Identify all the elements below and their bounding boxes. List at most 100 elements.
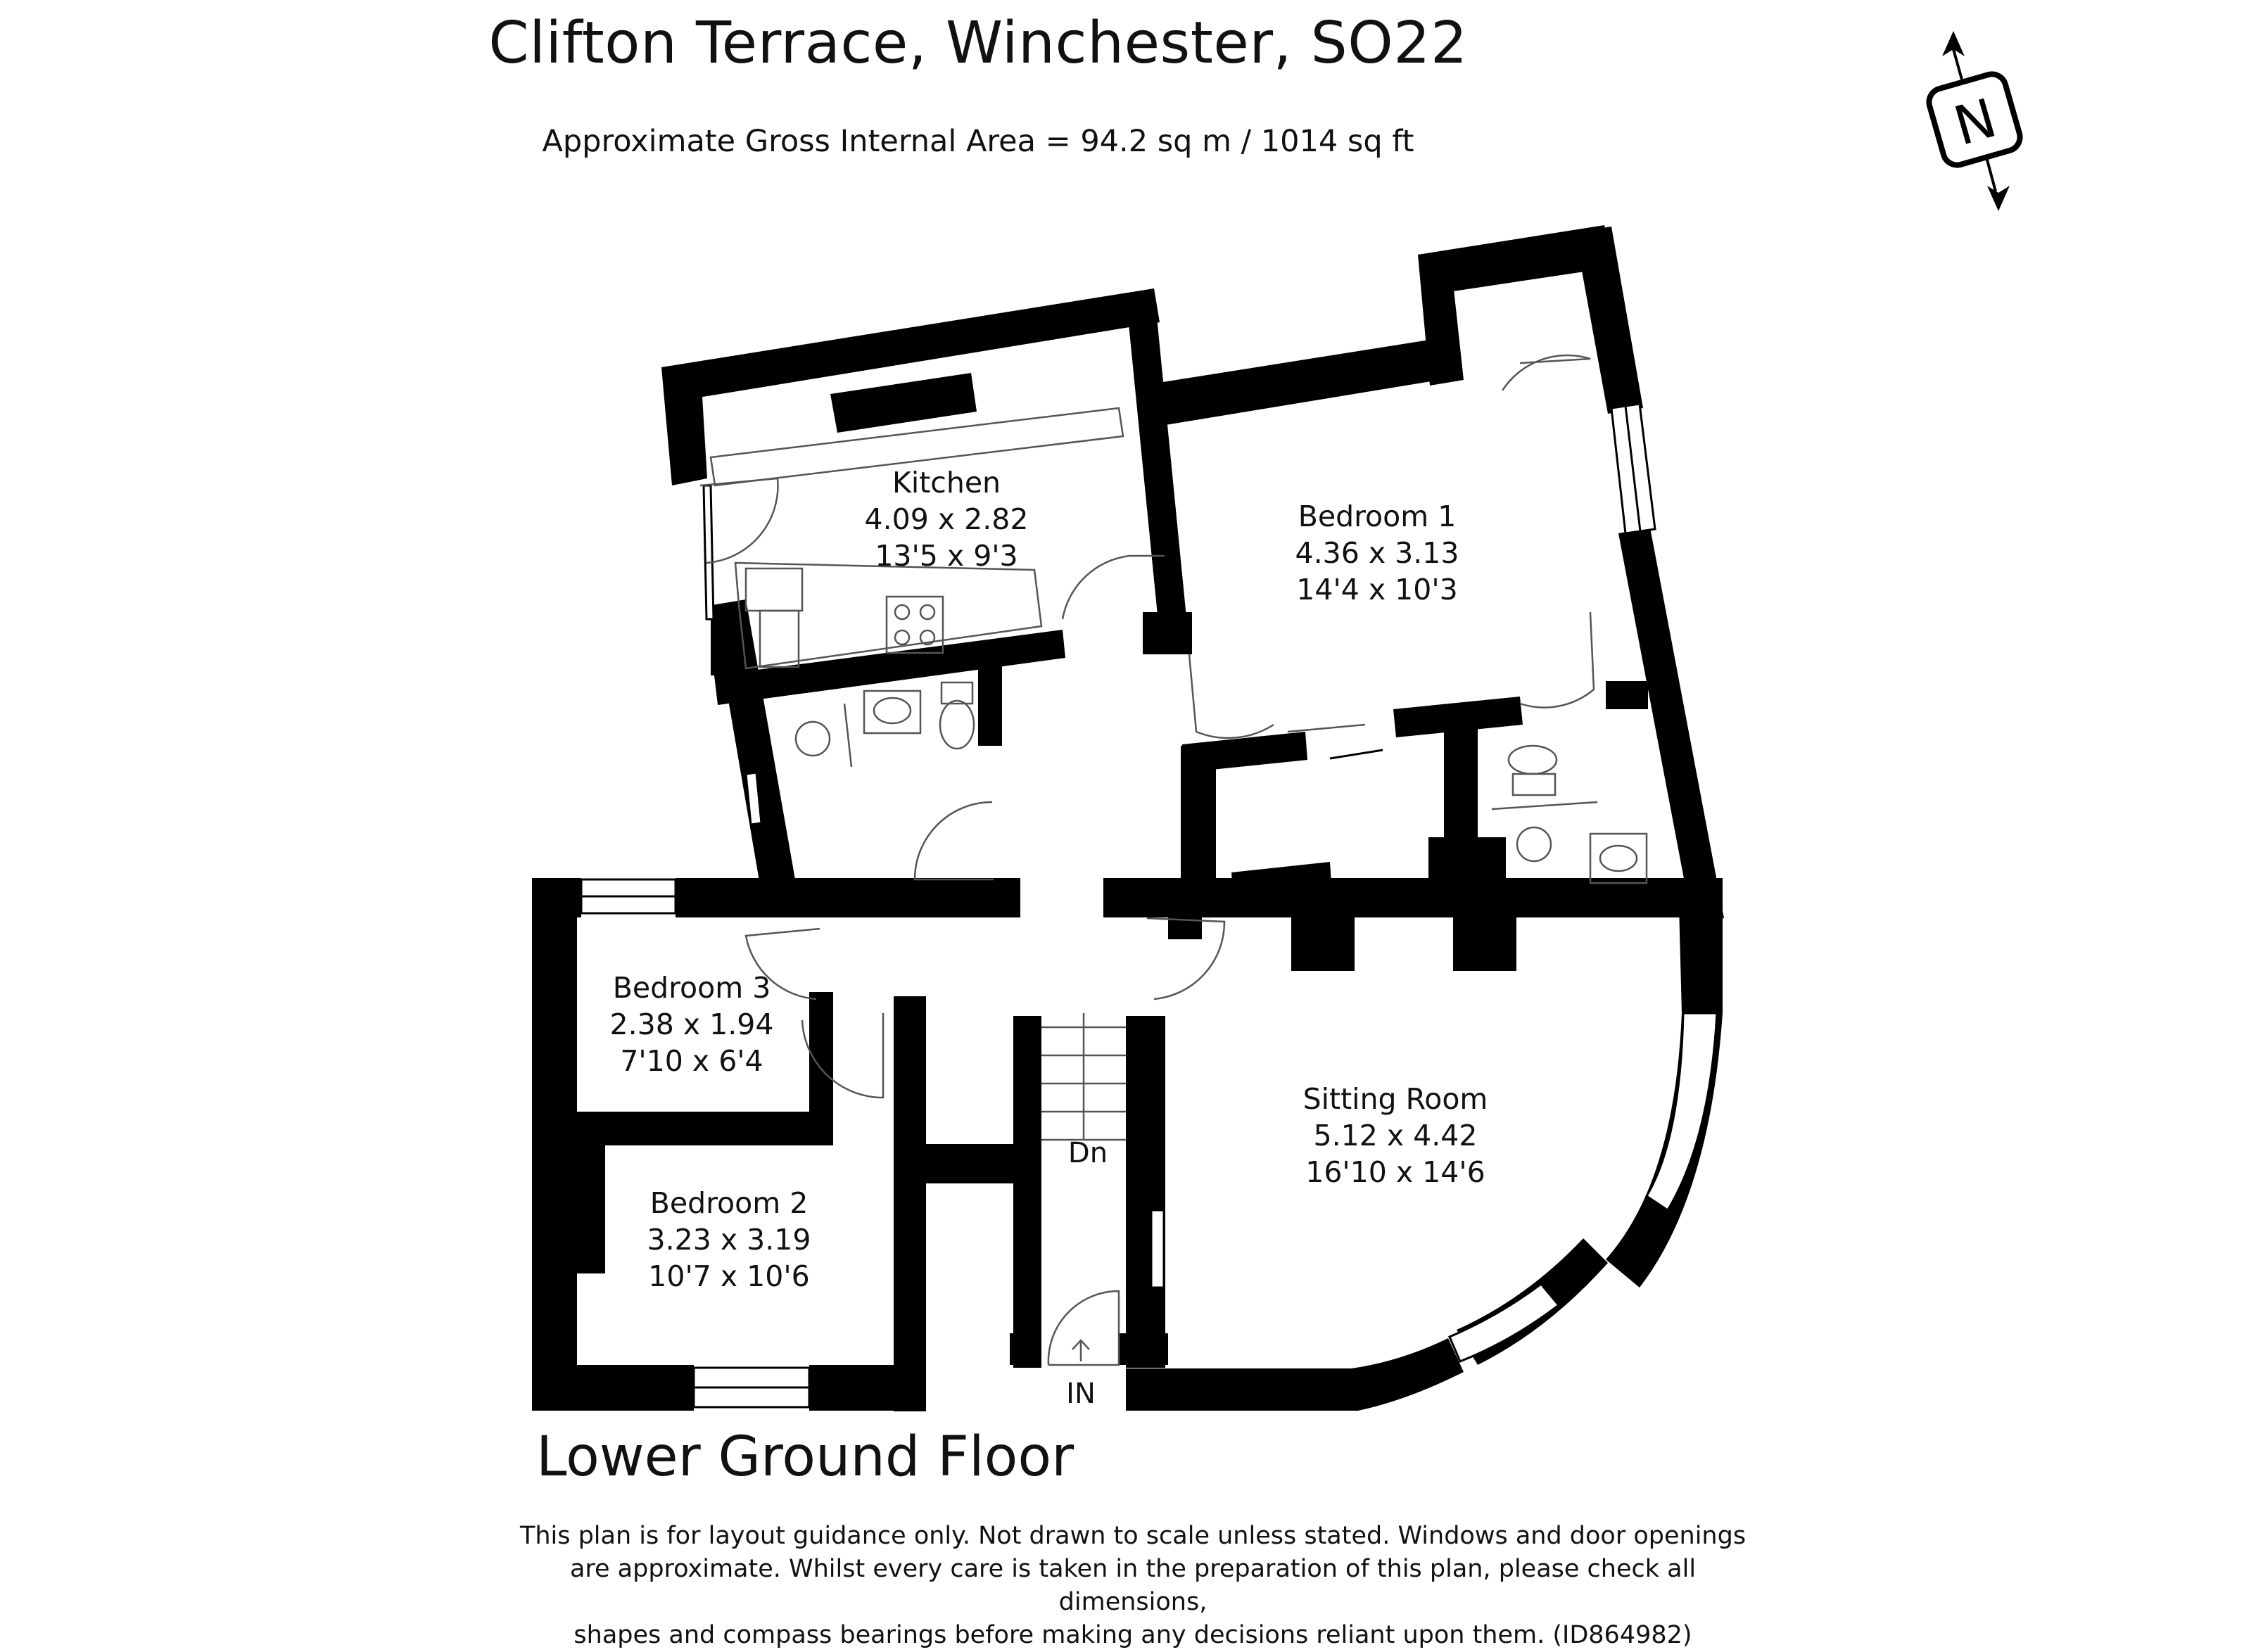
- room-kitchen-imperial: 13'5 x 9'3: [875, 539, 1018, 573]
- room-bedroom1-metric: 4.36 x 3.13: [1295, 536, 1459, 570]
- window-sitting-bay-b: [1448, 1282, 1561, 1363]
- room-kitchen-name: Kitchen: [892, 466, 1001, 500]
- wall-stair-west: [1013, 1016, 1041, 1368]
- wall-bed1-top: [1418, 225, 1613, 296]
- window-sitting-west: [1150, 1209, 1165, 1289]
- wall-bed1-north: [1154, 338, 1448, 426]
- sink-icon: [744, 567, 804, 612]
- disclaimer-line: shapes and compass bearings before makin…: [573, 1621, 1692, 1649]
- wall-corridor-mid: [922, 1144, 1015, 1183]
- door-kitchen-hall: [1061, 554, 1165, 620]
- plan-title: Clifton Terrace, Winchester, SO22: [488, 10, 1468, 77]
- wall-bed3-nw: [532, 878, 581, 917]
- wall-bed3-north-east: [908, 878, 1020, 917]
- wall-stair-west-foot: [1010, 1333, 1041, 1365]
- door-entrance: [1047, 1290, 1120, 1366]
- kitchen-worktop: [709, 407, 1124, 487]
- basin-ensuite-icon: [1589, 832, 1648, 884]
- chimney-kitchen: [830, 373, 977, 433]
- window-sitting-bay-a: [1644, 1012, 1718, 1212]
- disclaimer: This plan is for layout guidance only. N…: [493, 1520, 1773, 1652]
- door-ensuite: [1519, 611, 1595, 709]
- chimney-sitting-a: [1291, 915, 1355, 971]
- wall-bed3-north: [676, 878, 753, 917]
- wall-sitting-east: [1606, 878, 1723, 1288]
- wall-sitting-south: [1126, 1338, 1464, 1411]
- wall-kitchen-east: [1126, 288, 1189, 651]
- room-sitting: Sitting Room 5.12 x 4.42 16'10 x 14'6: [1303, 1082, 1488, 1189]
- toilet-icon: [939, 699, 975, 750]
- wall-bed2-chimney: [577, 1133, 605, 1273]
- toilet-cistern-icon: [940, 681, 974, 705]
- shower-ensuite-icon: [1516, 826, 1552, 863]
- shower-screen: [843, 703, 853, 768]
- wall-kitchen-north: [661, 288, 1160, 402]
- sliding-arrow: [1329, 749, 1383, 760]
- window-shower: [744, 771, 763, 826]
- window-kitchen-west: [702, 484, 715, 621]
- stairs: [1041, 1013, 1126, 1141]
- wall-sitting-west: [1126, 1016, 1165, 1368]
- sliding-door: [1287, 723, 1366, 733]
- stairs-label: Dn: [1068, 1137, 1108, 1169]
- wall-bed2-south-b: [809, 1365, 926, 1411]
- door-sitting: [1146, 917, 1226, 1000]
- room-bedroom3-imperial: 7'10 x 6'4: [620, 1044, 763, 1078]
- disclaimer-line: are approximate. Whilst every care is ta…: [569, 1555, 1697, 1616]
- wall-sitting-west-foot: [1119, 1333, 1168, 1365]
- wall-bed1-east-pier: [1606, 681, 1648, 709]
- toilet-ensuite-icon: [1507, 744, 1558, 775]
- door-bedroom3: [744, 927, 820, 1000]
- entrance-label: IN: [1066, 1378, 1096, 1410]
- compass-icon: N: [1926, 31, 2023, 211]
- chimney-sitting-b: [1453, 915, 1516, 971]
- disclaimer-line: This plan is for layout guidance only. N…: [519, 1522, 1747, 1550]
- wall-bed1-south-b: [1393, 697, 1523, 737]
- room-kitchen-metric: 4.09 x 2.82: [865, 502, 1029, 536]
- kitchen-counter-lower: [734, 561, 1043, 670]
- door-bedroom2: [801, 1013, 885, 1099]
- wall-kitchen-west-upper: [661, 362, 707, 485]
- shower-icon: [794, 720, 831, 757]
- wall-kitchen-south: [714, 630, 1065, 705]
- room-bedroom2-metric: 3.23 x 3.19: [647, 1223, 811, 1257]
- shower-ensuite-screen: [1491, 801, 1598, 811]
- windows: [580, 402, 1718, 1409]
- door-bedroom1-cupboard: [1501, 354, 1591, 391]
- wall-bed1-east-upper: [1575, 227, 1643, 414]
- room-sitting-imperial: 16'10 x 14'6: [1305, 1155, 1485, 1189]
- wall-mid-stub: [1168, 911, 1202, 939]
- wall-kitchen-east-pier: [1143, 612, 1192, 654]
- hob-icon: [885, 595, 944, 654]
- room-bedroom1-name: Bedroom 1: [1298, 500, 1457, 533]
- walls: [532, 225, 1724, 1411]
- room-bedroom3-name: Bedroom 3: [613, 971, 771, 1005]
- door-kitchen-west: [699, 477, 779, 564]
- wall-mid-east: [1103, 878, 1723, 917]
- entrance-arrow-icon: [1072, 1339, 1090, 1361]
- wall-bed2-east: [894, 996, 926, 1411]
- floor-name: Lower Ground Floor: [536, 1425, 1075, 1489]
- wall-kitchen-west-pier: [711, 619, 739, 675]
- room-sitting-name: Sitting Room: [1303, 1082, 1488, 1116]
- wall-shower-east: [978, 665, 1002, 746]
- gross-area: Approximate Gross Internal Area = 94.2 s…: [542, 124, 1414, 159]
- room-sitting-metric: 5.12 x 4.42: [1314, 1119, 1478, 1152]
- door-bedroom1: [1188, 654, 1274, 739]
- fixtures: [709, 407, 1648, 1361]
- compass-letter: N: [1947, 87, 2003, 158]
- wall-bed1-east-lower: [1618, 528, 1724, 923]
- room-bedroom1: Bedroom 1 4.36 x 3.13 14'4 x 10'3: [1295, 500, 1459, 606]
- door-shower: [913, 801, 994, 881]
- wall-bed3-stub: [816, 894, 844, 917]
- wall-bed1-notch: [1418, 250, 1464, 386]
- doors: [699, 354, 1595, 1366]
- room-kitchen: Kitchen 4.09 x 2.82 13'5 x 9'3: [865, 466, 1029, 573]
- room-bedroom3: Bedroom 3 2.38 x 1.94 7'10 x 6'4: [610, 971, 774, 1078]
- room-bedroom2-imperial: 10'7 x 10'6: [648, 1259, 809, 1293]
- wall-bed2-south-a: [532, 1365, 694, 1411]
- drainer-icon: [759, 609, 800, 668]
- wall-ensuite-west: [1181, 746, 1216, 887]
- room-bedroom2-name: Bedroom 2: [650, 1186, 809, 1220]
